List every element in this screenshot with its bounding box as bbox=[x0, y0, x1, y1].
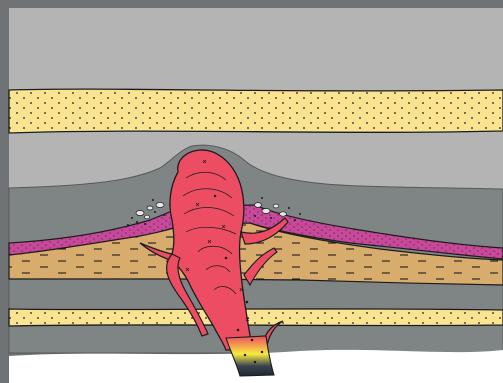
geological-intrusion-diagram bbox=[0, 0, 503, 383]
